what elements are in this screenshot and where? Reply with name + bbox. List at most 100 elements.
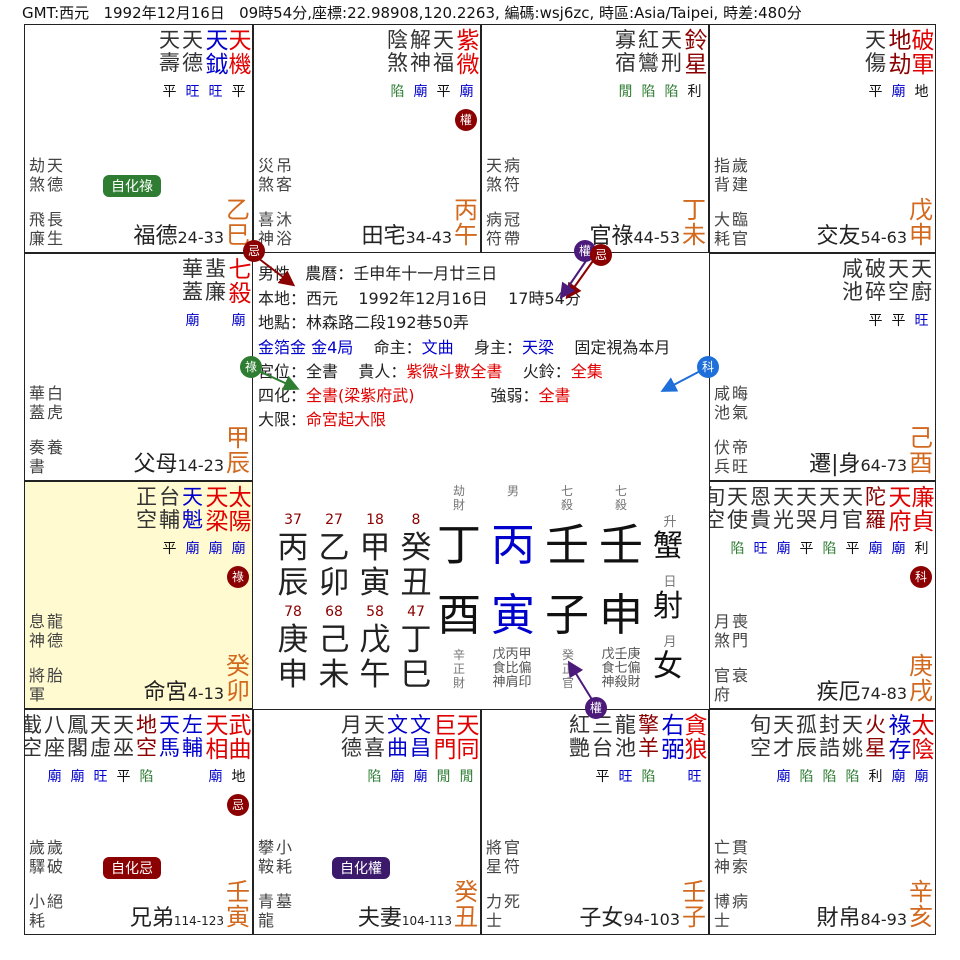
palace-name: 父母14-23 [133, 452, 224, 477]
star: 七殺 [228, 257, 252, 307]
header-info: GMT:西元 1992年12月16日 09時54分,座標:22.98908,12… [22, 4, 802, 22]
star-brightness: 利 [914, 541, 929, 557]
changsheng-star: 大耗 [713, 210, 730, 248]
star: 天光 [773, 485, 794, 532]
palace-xiongdi[interactable]: 武曲地天相廟左輔天馬地空陷天巫平天虛旺鳳閣廟八座廟截空歲驛歲破小耗絕兄弟114-… [24, 709, 253, 935]
star: 破碎 [865, 257, 886, 304]
star: 天官 [842, 485, 863, 532]
ganzhi: 壬寅 [226, 878, 250, 931]
ganzhi: 癸卯 [226, 652, 250, 705]
star-brightness: 廟 [914, 769, 929, 785]
self-hua-badge: 自化忌 [103, 857, 161, 879]
pillar-gan: 丙 [491, 520, 535, 571]
star-brightness: 陷 [730, 541, 745, 557]
star-brightness: 平 [231, 84, 246, 100]
aux-star: 息神 [28, 612, 45, 650]
arrow-ji-guanlu [565, 257, 596, 300]
star-brightness: 廟 [390, 769, 405, 785]
palace-jie[interactable]: 廉貞利天府廟陀羅廟天官平天月陷天哭平天光廟恩貴旺天使陷旬空月煞喪門官府衰疾厄74… [709, 481, 936, 709]
star: 祿存 [888, 713, 912, 763]
star-brightness: 旺 [208, 84, 223, 100]
hua-marker: 祿 [227, 566, 249, 588]
pillar-hidden: 辛 正 財 [452, 648, 465, 690]
star: 天廚 [911, 257, 932, 304]
changsheng-star: 病符 [485, 210, 502, 248]
side-label: 月 [663, 635, 677, 650]
star: 天傷 [865, 28, 886, 75]
star: 天喜 [364, 713, 385, 760]
palace-name: 疾厄74-83 [816, 680, 907, 705]
changsheng-star: 青龍 [257, 892, 274, 930]
star: 天同 [456, 713, 480, 763]
star: 紫微 [456, 28, 480, 78]
location-line: 地點：林森路二段192巷50弄 [258, 313, 469, 332]
dayun-zhi: 丑 [400, 565, 432, 601]
star: 天府 [888, 485, 912, 535]
star-brightness: 平 [116, 769, 131, 785]
star-brightness: 陷 [664, 84, 679, 100]
star: 咸池 [842, 257, 863, 304]
dayun-age: 47 [407, 604, 425, 620]
star-brightness: 平 [436, 84, 451, 100]
changsheng-star: 絕 [46, 892, 63, 911]
aux-star: 災煞 [257, 156, 274, 194]
hua-marker: 科 [910, 566, 932, 588]
star-brightness: 陷 [641, 84, 656, 100]
star-brightness: 陷 [367, 769, 382, 785]
dayun-zhi: 寅 [359, 565, 391, 601]
aux-star: 亡神 [713, 838, 730, 876]
local-time-line: 本地：西元 1992年12月16日 17時54分 [258, 289, 581, 308]
aux-star: 指背 [713, 156, 730, 194]
aux-star: 歲驛 [28, 838, 45, 876]
pillar-zhi: 酉 [437, 590, 481, 641]
star: 正空 [136, 485, 157, 532]
star: 天才 [773, 713, 794, 760]
star-brightness: 閒 [618, 84, 633, 100]
star-brightness: 廟 [891, 769, 906, 785]
star-brightness: 廟 [47, 769, 62, 785]
star-brightness: 陷 [799, 769, 814, 785]
aux-star: 小耗 [275, 838, 292, 876]
star: 天馬 [159, 713, 180, 760]
star-brightness: 廟 [185, 541, 200, 557]
star: 天機 [228, 28, 252, 78]
star-brightness: 平 [595, 769, 610, 785]
star: 旬空 [710, 486, 726, 532]
star-brightness: 陷 [641, 769, 656, 785]
ganzhi: 甲辰 [226, 424, 250, 477]
changsheng-star: 將軍 [28, 666, 45, 704]
star-brightness: 陷 [845, 769, 860, 785]
star-brightness: 閒 [436, 769, 451, 785]
star: 貪狼 [684, 713, 708, 763]
star: 破軍 [911, 28, 935, 78]
dayun-gan: 丙 [277, 530, 309, 566]
star-brightness: 廟 [413, 769, 428, 785]
changsheng-star: 胎 [46, 666, 63, 685]
pillar-gan: 壬 [545, 520, 589, 571]
palace-name: 福德24-33 [133, 224, 224, 249]
changsheng-star: 墓 [275, 892, 292, 911]
aux-star: 攀鞍 [257, 838, 274, 876]
dayun-gan: 丁 [400, 622, 432, 658]
palace-name: 田宅34-43 [361, 224, 452, 249]
star: 擎羊 [638, 713, 659, 760]
dayun-age: 68 [325, 604, 343, 620]
star: 地空 [136, 713, 157, 760]
pillar-zhi: 寅 [491, 590, 535, 641]
aux-star: 吊客 [275, 156, 292, 194]
ganzhi: 丁未 [682, 196, 706, 249]
star: 天壽 [159, 28, 180, 75]
star: 天相 [205, 713, 229, 763]
lu-marker-border: 祿 [240, 356, 262, 378]
pillar-zhi: 申 [599, 590, 643, 641]
changsheng-star: 長生 [46, 210, 63, 248]
